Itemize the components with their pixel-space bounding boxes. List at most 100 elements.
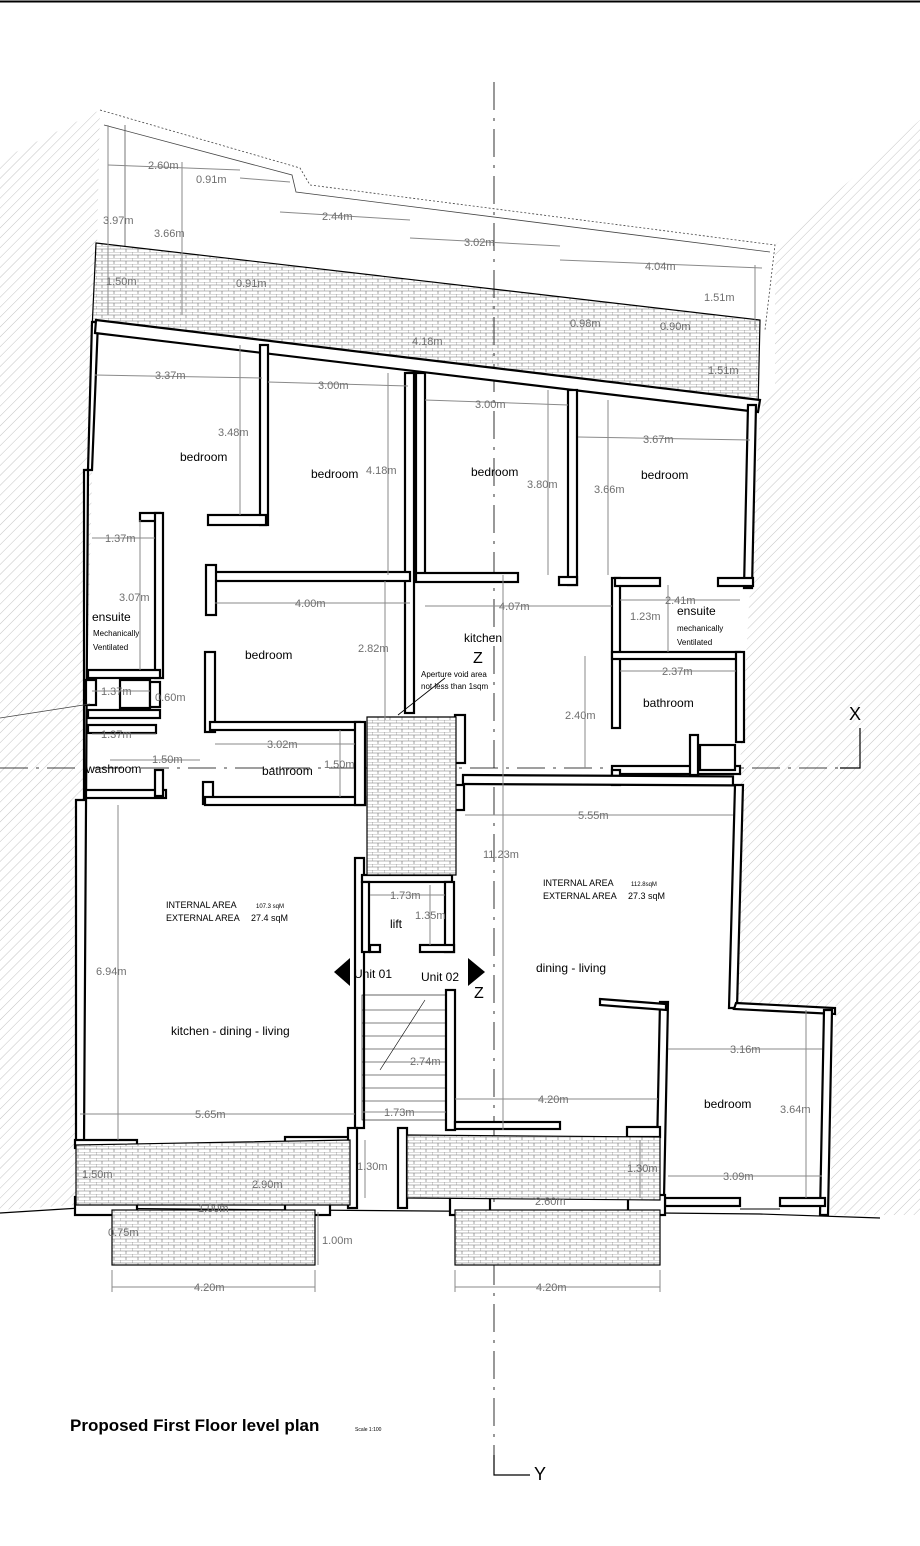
- room-ensuite-left: ensuite: [92, 610, 131, 624]
- dim-1-50: 1.50m: [106, 276, 137, 288]
- dim-4-20a: 4.20m: [538, 1094, 569, 1106]
- dim-3-07: 3.07m: [119, 592, 150, 604]
- dimension-labels: 2.60m 0.91m 3.97m 3.66m 2.44m 3.02m 4.04…: [82, 160, 811, 1294]
- dim-2-90: 2.90m: [252, 1179, 283, 1191]
- unit02-external-area-label: EXTERNAL AREA: [543, 891, 617, 901]
- unit01-terrace: [111, 1209, 316, 1266]
- dim-4-07: 4.07m: [499, 601, 530, 613]
- dim-4-04: 4.04m: [645, 261, 676, 273]
- dim-1-37b: 1.37m: [101, 686, 132, 698]
- dim-3-66b: 3.66m: [594, 484, 625, 496]
- dim-3-37: 3.37m: [155, 370, 186, 382]
- room-bathroom-left: bathroom: [262, 764, 313, 778]
- room-kitchen-dining-living: kitchen - dining - living: [171, 1024, 290, 1038]
- unit01-external-area-value: 27.4 sqM: [251, 913, 288, 923]
- dim-1-50b: 1.50m: [152, 754, 183, 766]
- unit01-internal-area-value: 107.3 sqM: [256, 904, 284, 910]
- dim-1-23: 1.23m: [630, 611, 661, 623]
- dim-4-20b: 4.20m: [194, 1282, 225, 1294]
- dim-11-23: 11.23m: [483, 849, 519, 861]
- room-lift: lift: [390, 917, 403, 931]
- unit02-external-area-value: 27.3 sqM: [628, 891, 665, 901]
- dim-3-09: 3.09m: [723, 1171, 754, 1183]
- unit01-external-area-label: EXTERNAL AREA: [166, 913, 240, 923]
- dim-1-00b: 1.00m: [198, 1203, 229, 1215]
- dim-0-90: 0.90m: [660, 321, 691, 333]
- room-bathroom-right: bathroom: [643, 696, 694, 710]
- aperture-note-2: not less than 1sqm: [421, 682, 488, 691]
- ground-line: [0, 1207, 881, 1219]
- axis-x-label: X: [849, 704, 861, 724]
- room-kitchen: kitchen: [464, 631, 502, 645]
- dim-3-16: 3.16m: [730, 1044, 761, 1056]
- dim-4-18: 4.18m: [412, 336, 443, 348]
- label-unit-02: Unit 02: [421, 970, 459, 984]
- section-z-label-top: Z: [473, 650, 483, 667]
- plan-scale: Scale 1:100: [355, 1427, 382, 1433]
- unit02-arrow: [468, 958, 485, 986]
- dim-5-65: 5.65m: [195, 1109, 226, 1121]
- dim-3-00a: 3.00m: [318, 380, 349, 392]
- dim-1-50c: 1.50m: [324, 759, 355, 771]
- unit01-internal-area-label: INTERNAL AREA: [166, 900, 237, 910]
- dim-2-40: 2.40m: [565, 710, 596, 722]
- unit01-arrow: [334, 958, 350, 986]
- axis-y-label: Y: [534, 1464, 546, 1484]
- dimension-lines: [80, 125, 822, 1292]
- unit01-rear-balcony: [75, 1139, 351, 1206]
- unit02-internal-area-value: 112.8sqM: [631, 882, 657, 888]
- dim-3-80: 3.80m: [527, 479, 558, 491]
- dim-3-97: 3.97m: [103, 215, 134, 227]
- room-bedroom-6: bedroom: [704, 1097, 751, 1111]
- dim-0-75: 0.75m: [108, 1227, 139, 1239]
- room-bedroom-5: bedroom: [245, 648, 292, 662]
- dim-3-02: 3.02m: [464, 237, 495, 249]
- dim-2-44: 2.44m: [322, 211, 353, 223]
- dim-5-55: 5.55m: [578, 810, 609, 822]
- plan-title: Proposed First Floor level plan: [70, 1416, 319, 1435]
- dim-2-82: 2.82m: [358, 643, 389, 655]
- room-bedroom-2: bedroom: [311, 467, 358, 481]
- room-bedroom-4: bedroom: [641, 468, 688, 482]
- dim-2-41: 2.41m: [665, 595, 696, 607]
- dim-4-00: 4.00m: [295, 598, 326, 610]
- dim-2-60: 2.60m: [148, 160, 179, 172]
- section-z-label-bottom: Z: [474, 985, 484, 1002]
- dim-3-67: 3.67m: [643, 434, 674, 446]
- ensuite-left-note-2: Ventilated: [93, 643, 128, 652]
- room-washroom: washroom: [85, 762, 141, 776]
- axis-y-marker: [493, 1455, 530, 1476]
- dim-1-37a: 1.37m: [105, 533, 136, 545]
- label-unit-01: Unit 01: [354, 967, 392, 981]
- dim-1-00c: 1.00m: [322, 1235, 353, 1247]
- area-labels: INTERNAL AREA 107.3 sqM EXTERNAL AREA 27…: [166, 878, 665, 923]
- dim-0-91: 0.91m: [196, 174, 227, 186]
- dim-1-37c: 1.37m: [101, 729, 132, 741]
- dim-1-50d: 1.50m: [82, 1169, 113, 1181]
- dim-3-64: 3.64m: [780, 1104, 811, 1116]
- axis-x-marker: [840, 728, 861, 769]
- dim-1-30b: 1.30m: [627, 1163, 658, 1175]
- dim-2-60b: 2.60m: [535, 1196, 566, 1208]
- room-bedroom-1: bedroom: [180, 450, 227, 464]
- dim-6-94: 6.94m: [96, 966, 127, 978]
- unit02-rear-balcony: [406, 1134, 661, 1201]
- dim-2-37: 2.37m: [662, 666, 693, 678]
- staircase: [361, 994, 447, 1121]
- room-labels: bedroom bedroom bedroom bedroom bedroom …: [85, 450, 751, 1111]
- aperture-leader: [397, 677, 446, 716]
- ensuite-right-note-1: mechanically: [677, 624, 723, 633]
- leader-line-left: [0, 703, 91, 719]
- dim-1-35: 1.35m: [415, 910, 446, 922]
- dim-1-73a: 1.73m: [390, 890, 421, 902]
- dim-0-91b: 0.91m: [236, 278, 267, 290]
- room-dining-living: dining - living: [536, 961, 606, 975]
- dim-1-73b: 1.73m: [384, 1107, 415, 1119]
- roof-outline: [99, 109, 776, 331]
- room-ensuite-right: ensuite: [677, 604, 716, 618]
- unit02-internal-area-label: INTERNAL AREA: [543, 878, 614, 888]
- dim-3-02b: 3.02m: [267, 739, 298, 751]
- unit02-terrace: [454, 1209, 661, 1266]
- dim-3-66: 3.66m: [154, 228, 185, 240]
